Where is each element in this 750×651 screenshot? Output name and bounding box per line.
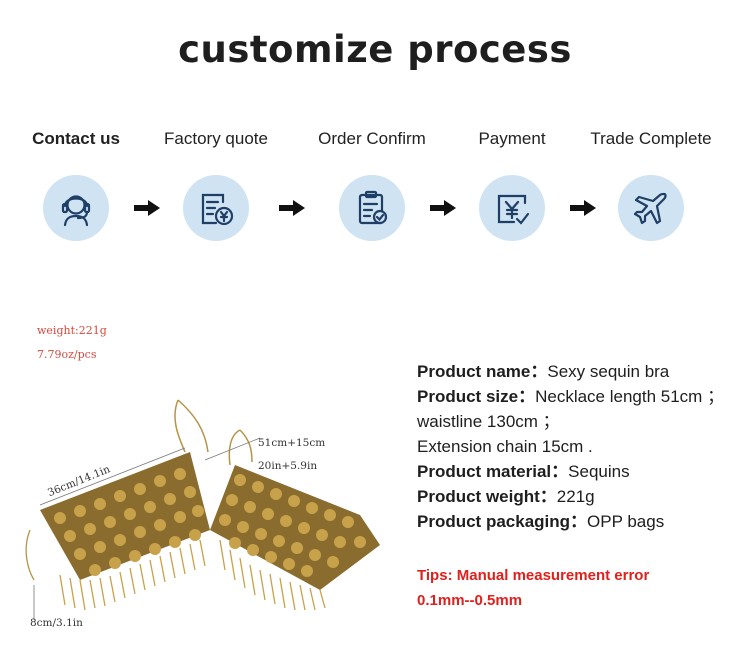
tassel-length: 8cm/3.1in: [30, 617, 83, 629]
airplane-icon: [633, 192, 667, 225]
step-payment: [479, 175, 545, 241]
product-size-extension: Extension chain 15cm .: [417, 437, 593, 456]
weight-ounces: 7.79oz/pcs: [37, 348, 97, 361]
arrow-right-icon: [279, 200, 305, 216]
product-info: Product name：Sexy sequin bra Product siz…: [417, 359, 724, 534]
tips-note: Tips: Manual measurement error 0.1mm--0.…: [417, 563, 649, 613]
customer-service-icon: [61, 195, 91, 227]
product-name-row: Product name：Sexy sequin bra: [417, 362, 670, 381]
arrow-right-icon: [134, 200, 160, 216]
weight-grams: weight:221g: [37, 324, 107, 337]
arrow-right-icon: [430, 200, 456, 216]
tips-line-2: 0.1mm--0.5mm: [417, 592, 523, 609]
step-trade-complete: [618, 175, 684, 241]
product-material-row: Product material：Sequins: [417, 462, 630, 481]
necklace-length-in: 20in+5.9in: [258, 460, 318, 472]
step-label-order-confirm: Order Confirm: [318, 129, 426, 148]
product-size-row: Product size：Necklace length 51cm ；: [417, 387, 725, 406]
step-label-factory-quote: Factory quote: [164, 129, 268, 148]
product-weight-row: Product weight：221g: [417, 487, 595, 506]
clipboard-check-icon: [358, 190, 388, 225]
step-label-trade-complete: Trade Complete: [590, 129, 712, 148]
necklace-length-cm: 51cm+15cm: [258, 437, 326, 449]
step-label-payment: Payment: [478, 129, 546, 148]
payment-yen-icon: [497, 194, 530, 225]
product-size-waistline: waistline 130cm ；: [417, 412, 560, 431]
quote-document-icon: [201, 193, 234, 226]
product-packaging-row: Product packaging：OPP bags: [417, 512, 665, 531]
tips-line-1: Tips: Manual measurement error: [417, 567, 650, 584]
step-contact-us: [43, 175, 109, 241]
page-title: customize process: [178, 28, 572, 71]
step-order-confirm: [339, 175, 405, 241]
arrow-right-icon: [570, 200, 596, 216]
sequin-bra-image: [25, 399, 380, 620]
step-factory-quote: [183, 175, 249, 241]
step-label-contact-us: Contact us: [32, 129, 120, 148]
